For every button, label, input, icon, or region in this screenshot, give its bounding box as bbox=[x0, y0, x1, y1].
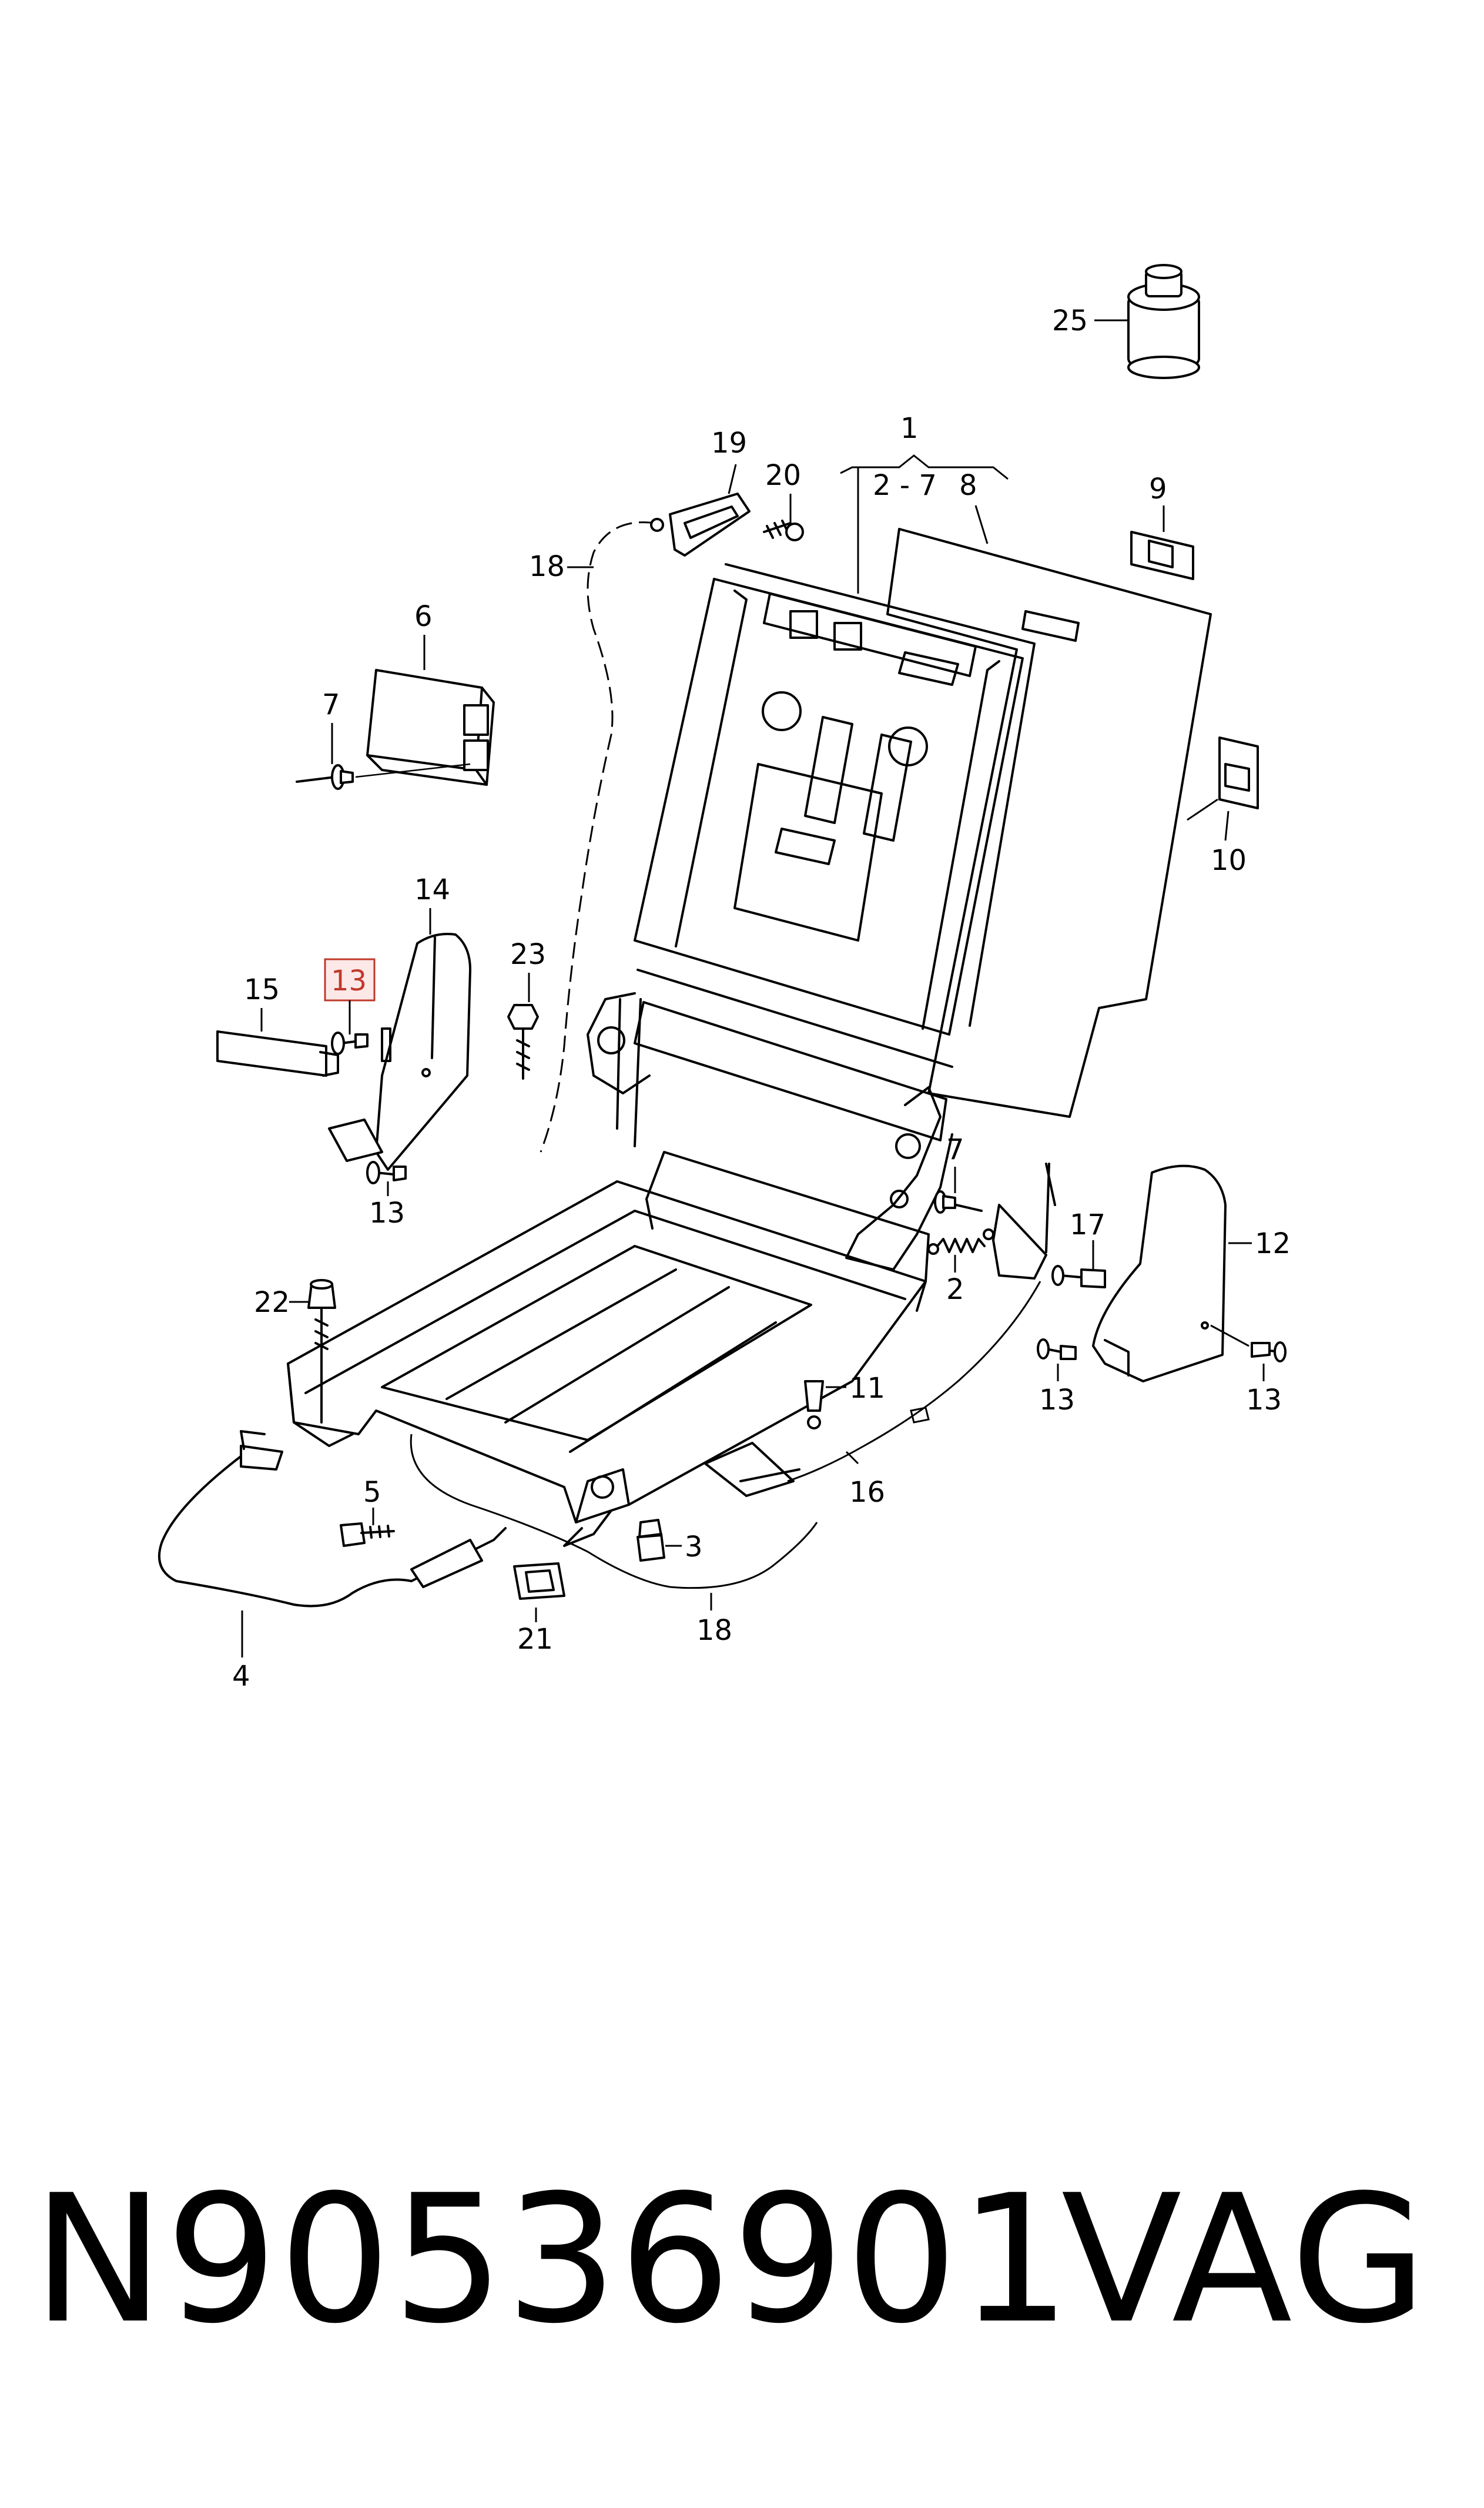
part-cable-bracket-lower bbox=[704, 1442, 800, 1497]
part-13-clip-right-a bbox=[1037, 1338, 1077, 1360]
seat-base-frame bbox=[287, 1151, 930, 1547]
callout-13-right-b: 13 bbox=[1246, 1384, 1282, 1417]
callout-18-lower: 18 bbox=[696, 1614, 732, 1647]
callout-6: 6 bbox=[414, 600, 433, 633]
callout-5: 5 bbox=[363, 1476, 381, 1509]
callout-17: 17 bbox=[1070, 1208, 1106, 1241]
part-20-screw bbox=[763, 520, 804, 541]
callout-16: 16 bbox=[849, 1476, 885, 1509]
part-17-clip bbox=[1051, 1265, 1106, 1288]
callout-12: 12 bbox=[1255, 1227, 1291, 1260]
callout-8: 8 bbox=[959, 469, 977, 502]
part-9-clip bbox=[1130, 531, 1194, 580]
part-6-control-module bbox=[366, 669, 495, 786]
callout-13-left-lower: 13 bbox=[369, 1197, 405, 1230]
part-18-cable-upper bbox=[540, 521, 656, 1153]
callout-11: 11 bbox=[849, 1372, 885, 1405]
part-14-left-trim-cover bbox=[328, 933, 471, 1171]
part-19-release-handle bbox=[669, 493, 751, 557]
callout-1: 1 bbox=[900, 412, 919, 445]
callout-23: 23 bbox=[510, 938, 546, 971]
part-2-spring bbox=[927, 1228, 994, 1255]
part-23-bolt bbox=[507, 1004, 539, 1080]
part-3-nut bbox=[637, 1519, 665, 1562]
part-cable-bracket-right bbox=[992, 1163, 1056, 1280]
left-hinge-bracket bbox=[587, 992, 651, 1147]
part-21-bezel bbox=[513, 1562, 565, 1600]
callout-13-highlighted[interactable]: 13 bbox=[331, 965, 367, 997]
callout-2-7: 2 - 7 bbox=[873, 469, 937, 502]
part-13-clip-right-b bbox=[1251, 1341, 1287, 1362]
callout-3: 3 bbox=[685, 1531, 703, 1563]
part-22-bolt bbox=[307, 1279, 336, 1424]
part-16-cable bbox=[787, 1281, 1041, 1482]
part-18-cable-lower bbox=[410, 1434, 818, 1589]
callout-14: 14 bbox=[414, 873, 450, 906]
part-7-rivet-top bbox=[296, 763, 471, 790]
backrest-frame bbox=[634, 563, 1036, 1141]
part-4-release-rod bbox=[158, 1430, 507, 1608]
callout-7-right: 7 bbox=[946, 1133, 964, 1166]
callout-19: 19 bbox=[711, 427, 747, 460]
callout-18-upper: 18 bbox=[529, 550, 565, 583]
callout-4: 4 bbox=[232, 1660, 250, 1693]
part-8-back-panel bbox=[886, 528, 1212, 1118]
part-5-bolt bbox=[340, 1522, 395, 1547]
part-13-clip-left-upper bbox=[331, 1032, 369, 1055]
right-hinge-bracket bbox=[845, 1086, 953, 1271]
part-7-rivet-right bbox=[934, 1190, 983, 1214]
callout-9: 9 bbox=[1149, 473, 1167, 505]
callout-13-right-a: 13 bbox=[1039, 1384, 1075, 1417]
part-10-clip bbox=[1218, 736, 1259, 809]
callout-25: 25 bbox=[1052, 304, 1088, 337]
part-11-clip bbox=[804, 1380, 824, 1429]
part-15-strap bbox=[216, 1030, 339, 1077]
callout-22: 22 bbox=[254, 1286, 290, 1319]
part-12-right-trim-cover bbox=[1092, 1164, 1227, 1382]
callout-2: 2 bbox=[946, 1273, 964, 1306]
part-13-clip-left-lower bbox=[366, 1161, 407, 1184]
callout-labels: 25 1 2 - 7 8 19 20 18 9 6 7 10 14 23 13 … bbox=[232, 304, 1291, 1693]
callout-21: 21 bbox=[517, 1623, 553, 1656]
part-25-cylinder bbox=[1127, 264, 1200, 379]
part-number-label: N90536901 bbox=[32, 2157, 1073, 2362]
callout-15: 15 bbox=[244, 973, 280, 1006]
callout-7-top: 7 bbox=[322, 688, 340, 721]
callout-20: 20 bbox=[765, 459, 801, 492]
callout-10: 10 bbox=[1211, 844, 1247, 877]
brand-label: VAG bbox=[1061, 2157, 1428, 2362]
